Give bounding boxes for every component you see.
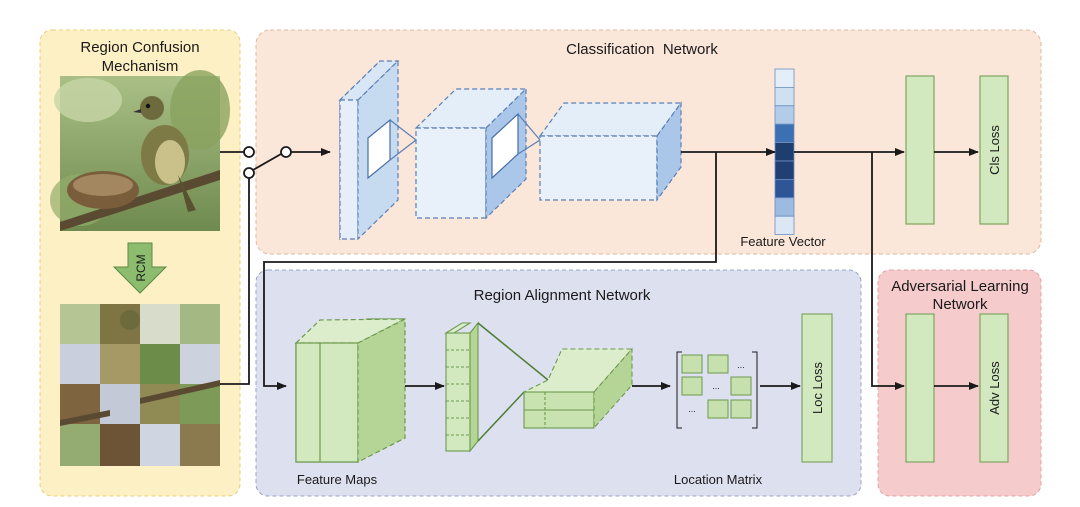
feature-vector-cell — [774, 142, 795, 162]
adv-loss-block — [979, 313, 1009, 463]
cls-fc-layer — [905, 75, 935, 225]
adversarial-title-line2: Network — [932, 296, 988, 313]
location-feature-block — [523, 347, 634, 430]
feature-vector-cell — [774, 178, 795, 199]
cls-loss-label: Cls Loss — [987, 125, 1002, 175]
rcm-title-line2: Mechanism — [102, 58, 179, 75]
classification-flow-arrows — [263, 148, 979, 390]
feature-vector-cell — [774, 87, 795, 107]
cls-loss-block — [979, 75, 1009, 225]
cnn-block-2 — [414, 87, 528, 220]
feature-vector-label: Feature Vector — [740, 234, 826, 249]
location-matrix — [676, 351, 758, 429]
location-matrix-cells — [681, 354, 752, 419]
feature-vector — [774, 68, 795, 235]
feature-maps-block — [294, 318, 406, 463]
loc-loss-block — [801, 313, 833, 463]
loc-loss-label: Loc Loss — [810, 361, 825, 414]
input-switch — [220, 146, 331, 385]
rcm-down-arrow: RCM — [112, 242, 168, 294]
cnn-block-1 — [338, 59, 400, 241]
rcm-arrow-label: RCM — [134, 254, 148, 281]
feature-vector-cell — [774, 123, 795, 143]
adversarial-title-line1: Adversarial Learning — [891, 278, 1029, 295]
location-matrix-label: Location Matrix — [674, 472, 763, 487]
bird-image-shuffled — [60, 304, 220, 466]
feature-maps-label: Feature Maps — [297, 472, 378, 487]
feature-vector-cell — [774, 105, 795, 125]
conv-column — [444, 321, 479, 453]
receptive-field-lines — [389, 113, 541, 161]
feature-vector-cell — [774, 215, 795, 235]
adv-fc-layer — [905, 313, 935, 463]
alignment-title: Region Alignment Network — [474, 287, 651, 304]
feature-vector-cell — [774, 197, 795, 217]
projection-lines — [477, 322, 549, 442]
adv-loss-label: Adv Loss — [987, 361, 1002, 415]
feature-vector-cell — [774, 160, 795, 180]
feature-vector-cell — [774, 68, 795, 88]
matrix-ellipsis-middle: ... — [712, 381, 720, 391]
classification-title: Classification Network — [566, 41, 718, 58]
matrix-ellipsis-top: ... — [737, 360, 745, 370]
bird-image-original — [50, 70, 230, 231]
matrix-ellipsis-bottom: ... — [688, 404, 696, 414]
rcm-title-line1: Region Confusion — [80, 39, 199, 56]
cnn-block-3 — [538, 101, 683, 202]
